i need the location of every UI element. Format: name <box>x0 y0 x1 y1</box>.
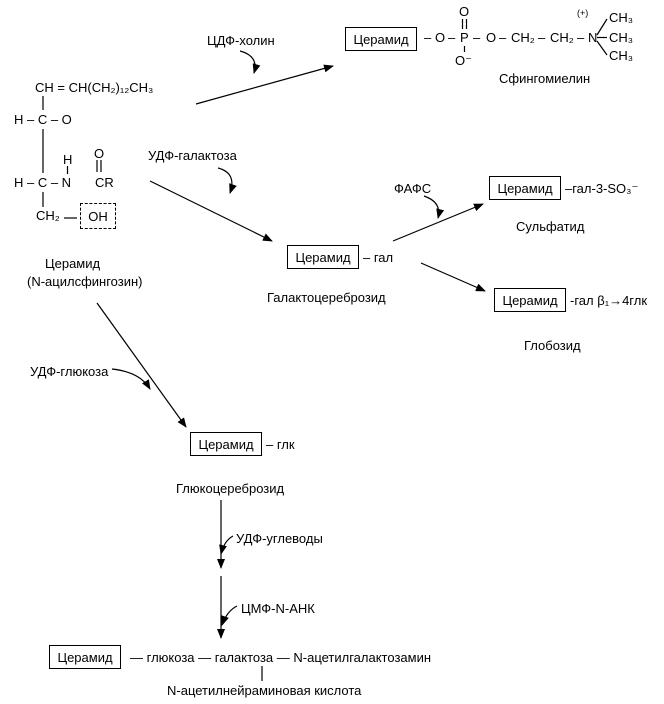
chain-dash-3: – <box>473 30 481 45</box>
arrow-to-globoside <box>420 262 486 292</box>
phosphate-o-minus: O⁻ <box>455 53 472 68</box>
ceramide-alt-name: (N-ацилсфингозин) <box>27 274 143 289</box>
glucocerebroside-label: Глюкоцереброзид <box>176 481 285 496</box>
chain-dash-1: – <box>424 30 432 45</box>
ceramide-box-label: Церамид <box>353 31 409 47</box>
sulfatide-label: Сульфатид <box>516 219 585 234</box>
ch3-mid: CH₃ <box>609 30 634 45</box>
arrow-to-sulfatide <box>392 203 484 242</box>
carbonyl-o-label: O <box>94 146 105 161</box>
curved-arrow-udp-glucose <box>111 368 151 390</box>
reagent-cdp-choline: ЦДФ-холин <box>207 33 275 48</box>
choline-ch2-2: CH₂ <box>550 30 574 45</box>
ch3-top: CH₃ <box>609 10 634 25</box>
ceramide-box-sulfatide: Церамид <box>489 176 561 200</box>
ch2-group-label: CH₂ <box>36 208 60 223</box>
arrow-to-glucocerebroside <box>96 302 187 428</box>
bridge-o-label: O <box>486 30 497 45</box>
curved-arrow-cmp-nank <box>221 605 238 626</box>
ganglioside-chain: — глюкоза — галактоза — N-ацетилгалактоз… <box>130 650 432 665</box>
curved-arrow-paps <box>423 195 445 219</box>
globoside-residue: -гал β₁→4глк <box>570 293 648 308</box>
reagent-paps: ФАФС <box>394 181 432 196</box>
amide-h-label: H <box>63 152 73 167</box>
arrow-to-galactocerebroside <box>149 180 273 242</box>
sulfatide-residue: –гал-3-SO₃⁻ <box>565 181 639 196</box>
ceramide-box-galactocerebroside: Церамид <box>287 245 359 269</box>
phosphate-o-top: O <box>459 4 470 19</box>
curved-arrow-udp-galactose <box>217 167 237 194</box>
sphingosine-chain-row: CH = CH(CH₂)₁₂CH₃ <box>35 80 154 95</box>
acyl-cr-label: CR <box>95 175 114 190</box>
carbon2-row: H – C – N <box>14 175 72 190</box>
oh-label: OH <box>88 208 108 224</box>
n-ch3-bond-bottom <box>596 40 608 56</box>
oh-dashed-box: OH <box>80 203 116 229</box>
reagent-cmp-nank: ЦМФ-N-АНК <box>241 601 315 616</box>
sphingomyelin-label: Сфингомиелин <box>499 71 591 86</box>
curved-arrow-udp-carbohydrates <box>219 535 234 555</box>
ganglioside-acid-label: N-ацетилнейраминовая кислота <box>167 683 362 698</box>
carbon3-row: H – C – O <box>14 112 72 127</box>
ceramide-box-glucocerebroside: Церамид <box>190 432 262 456</box>
n-ch3-bond-top <box>596 18 608 36</box>
globoside-label: Глобозид <box>524 338 581 353</box>
choline-ch2-1: CH₂ <box>511 30 535 45</box>
choline-n-label: N <box>588 30 598 45</box>
chain-dash-5: – <box>538 30 546 45</box>
ceramide-box-globoside: Церамид <box>494 288 566 312</box>
chain-dash-6: – <box>577 30 585 45</box>
chain-dash-2: – <box>448 30 456 45</box>
curved-arrow-cdp-choline <box>239 50 261 74</box>
ceramide-box-label: Церамид <box>57 649 113 665</box>
chain-dash-4: – <box>499 30 507 45</box>
ceramide-name: Церамид <box>45 256 101 271</box>
ceramide-box-label: Церамид <box>198 436 254 452</box>
galactocerebroside-residue: – гал <box>363 250 394 265</box>
ester-o-label: O <box>435 30 446 45</box>
ceramide-box-label: Церамид <box>502 292 558 308</box>
ceramide-box-ganglioside: Церамид <box>49 645 121 669</box>
galactocerebroside-label: Галактоцереброзид <box>267 290 386 305</box>
ceramide-box-sphingomyelin: Церамид <box>345 27 417 51</box>
phosphorus-label: P <box>460 30 469 45</box>
n-plus-charge: (+) <box>577 8 589 18</box>
reagent-udp-glucose: УДФ-глюкоза <box>30 364 109 379</box>
arrow-to-sphingomyelin <box>195 64 334 105</box>
ch3-bottom: CH₃ <box>609 48 634 63</box>
ceramide-box-label: Церамид <box>295 249 351 265</box>
ceramide-box-label: Церамид <box>497 180 553 196</box>
reagent-udp-galactose: УДФ-галактоза <box>148 148 237 163</box>
glucocerebroside-residue: – глк <box>266 437 295 452</box>
reagent-udp-carbohydrates: УДФ-углеводы <box>236 531 323 546</box>
